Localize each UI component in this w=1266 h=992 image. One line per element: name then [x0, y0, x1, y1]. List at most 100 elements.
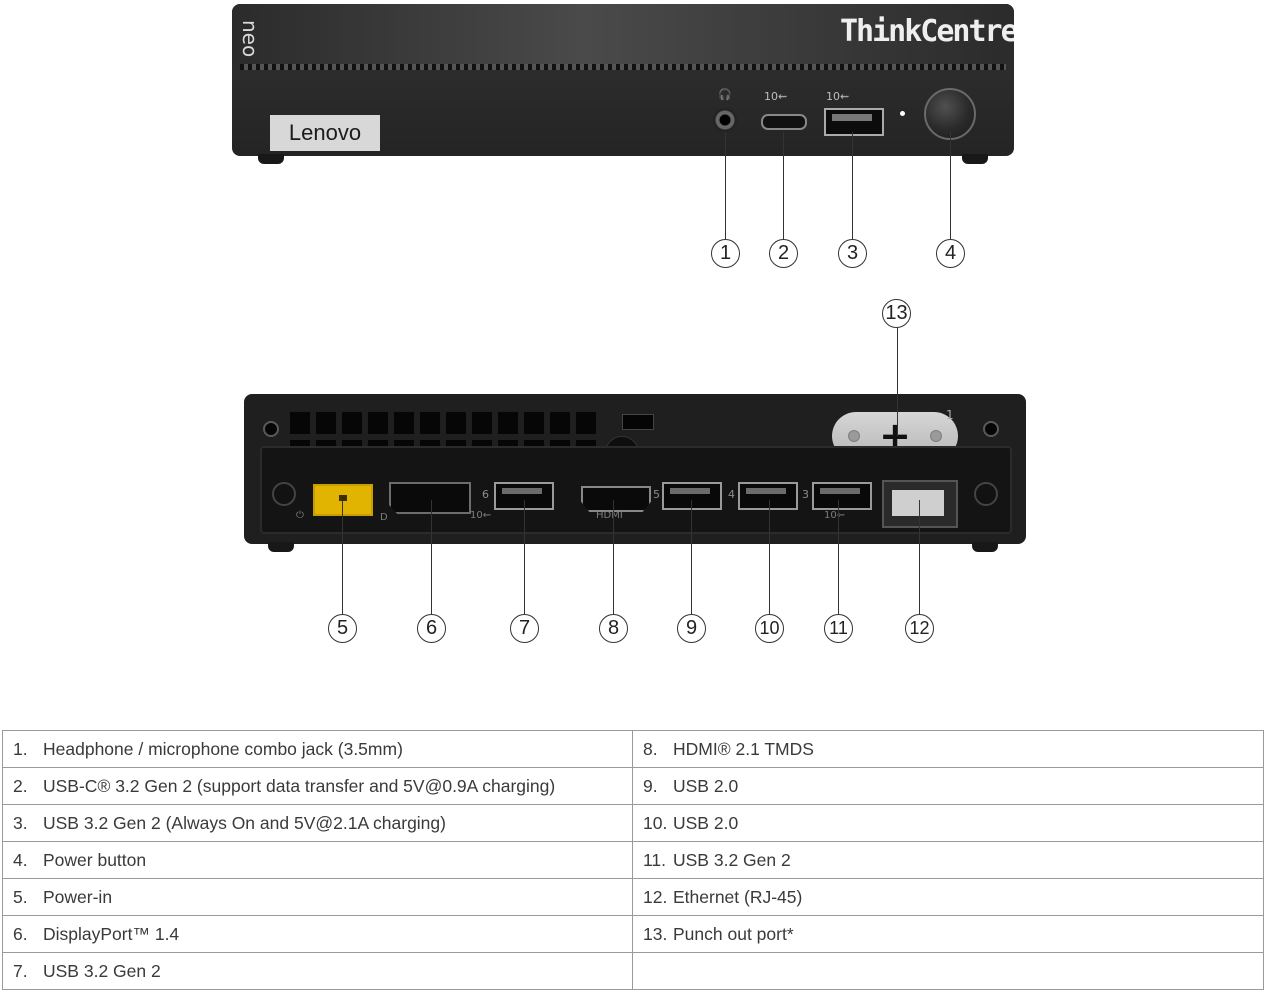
usb-a-port-icon	[824, 108, 884, 136]
legend-text: Power-in	[43, 886, 113, 907]
ethernet-port-icon	[882, 480, 958, 528]
legend-cell-right: 9. USB 2.0	[632, 767, 1264, 805]
legend-text: Headphone / microphone combo jack (3.5mm…	[43, 738, 403, 759]
power-in-glyph-icon: ⏻	[296, 510, 304, 521]
series-label: neo	[238, 20, 262, 58]
thinkcentre-logo: ThinkCentre	[840, 14, 1014, 49]
power-in-port-icon	[313, 484, 373, 516]
front-foot-right	[962, 154, 988, 164]
hdmi-glyph-label: HDMI	[596, 510, 623, 521]
legend-number: 3.	[13, 812, 28, 833]
callout-13: 13	[882, 299, 911, 328]
legend-cell-left: 5. Power-in	[2, 878, 633, 916]
port-number-5: 5	[653, 488, 660, 501]
legend-text: Punch out port*	[673, 923, 794, 944]
legend-number: 11.	[643, 849, 667, 870]
legend-text: DisplayPort™ 1.4	[43, 923, 180, 944]
legend-text: USB 2.0	[673, 775, 739, 796]
legend-cell-right: 8. HDMI® 2.1 TMDS	[632, 730, 1264, 768]
legend-row: 7. USB 3.2 Gen 2	[2, 952, 1264, 990]
legend-cell-left: 6. DisplayPort™ 1.4	[2, 915, 633, 953]
hdmi-port-icon	[581, 486, 651, 512]
callout-2: 2	[769, 239, 798, 268]
leader-line-4	[950, 132, 951, 240]
legend-row: 1. Headphone / microphone combo jack (3.5…	[2, 730, 1264, 768]
legend-text: USB-C® 3.2 Gen 2 (support data transfer …	[43, 775, 556, 796]
usb-a-port-icon	[812, 482, 872, 510]
usb-a-tongue	[670, 488, 710, 494]
headset-glyph-icon: 🎧	[718, 88, 732, 101]
legend-text: USB 3.2 Gen 2	[673, 849, 791, 870]
usb-c-port-icon	[761, 114, 807, 130]
legend-number: 6.	[13, 923, 28, 944]
legend-row: 5. Power-in 12.Ethernet (RJ-45)	[2, 878, 1264, 916]
callout-12: 12	[905, 614, 934, 643]
leader-line-13	[897, 328, 898, 436]
legend-text: USB 3.2 Gen 2	[43, 960, 161, 981]
wifi-antenna-button-icon	[974, 482, 998, 506]
legend-text: HDMI® 2.1 TMDS	[673, 738, 814, 759]
front-vent-row	[240, 64, 1006, 70]
leader-line-7	[524, 500, 525, 614]
legend-row: 6. DisplayPort™ 1.4 13.Punch out port*	[2, 915, 1264, 953]
callout-5: 5	[328, 614, 357, 643]
legend-number: 5.	[13, 886, 28, 907]
legend-cell-left: 2.USB-C® 3.2 Gen 2 (support data transfe…	[2, 767, 633, 805]
usb-a-tongue	[502, 488, 542, 494]
power-in-pin	[339, 495, 347, 501]
front-top-panel	[232, 4, 1014, 66]
legend-cell-left: 7. USB 3.2 Gen 2	[2, 952, 633, 990]
usb-fast-glyph-7: 10⇜	[470, 510, 492, 521]
port-legend-table: 1. Headphone / microphone combo jack (3.5…	[2, 730, 1264, 990]
status-led	[900, 111, 905, 116]
legend-text: USB 2.0	[673, 812, 739, 833]
power-button-icon	[924, 88, 976, 140]
rear-unit-image: + 1 ⏻ D 6 10⇜ HDMI 5 4 3 10⇜	[244, 394, 1026, 544]
legend-number: 12.	[643, 886, 668, 907]
leader-line-6	[431, 500, 432, 614]
leader-line-1	[725, 132, 726, 240]
leader-line-12	[919, 500, 920, 614]
legend-number: 7.	[13, 960, 28, 981]
callout-1: 1	[711, 239, 740, 268]
legend-row: 2.USB-C® 3.2 Gen 2 (support data transfe…	[2, 767, 1264, 805]
ethernet-jack-contacts	[892, 490, 944, 516]
callout-10: 10	[755, 614, 784, 643]
usb-a-port-icon	[662, 482, 722, 510]
usbc-speed-glyph: 10⇜	[764, 90, 788, 103]
callout-11: 11	[824, 614, 853, 643]
legend-cell-left: 4. Power button	[2, 841, 633, 879]
leader-line-10	[769, 500, 770, 614]
legend-number: 1.	[13, 738, 28, 759]
legend-cell-left: 1. Headphone / microphone combo jack (3.5…	[2, 730, 633, 768]
legend-number: 13.	[643, 923, 668, 944]
rear-foot-right	[972, 542, 998, 552]
usb-a-tongue	[820, 488, 860, 494]
legend-cell-right: 11. USB 3.2 Gen 2	[632, 841, 1264, 879]
legend-number: 9.	[643, 775, 658, 796]
legend-text: Power button	[43, 849, 147, 870]
legend-number: 8.	[643, 738, 658, 759]
port-number-4: 4	[728, 488, 735, 501]
punch-screw-right	[930, 430, 942, 442]
security-lock-slot	[622, 414, 654, 430]
callout-8: 8	[599, 614, 628, 643]
dp-glyph-label: D	[380, 512, 388, 523]
callout-7: 7	[510, 614, 539, 643]
usba-speed-glyph: 10⇜	[826, 90, 850, 103]
rear-foot-left	[268, 542, 294, 552]
usb-a-tongue	[832, 114, 872, 121]
leader-line-3	[852, 132, 853, 240]
legend-number: 4.	[13, 849, 28, 870]
usb-a-tongue	[746, 488, 786, 494]
lenovo-badge: Lenovo	[270, 115, 380, 151]
leader-line-2	[783, 132, 784, 240]
legend-row: 3.USB 3.2 Gen 2 (Always On and 5V@2.1A c…	[2, 804, 1264, 842]
legend-number: 10.	[643, 812, 668, 833]
legend-row: 4. Power button 11. USB 3.2 Gen 2	[2, 841, 1264, 879]
headset-jack-icon	[713, 108, 737, 132]
legend-text: Ethernet (RJ-45)	[673, 886, 803, 907]
front-foot-left	[258, 154, 284, 164]
callout-6: 6	[417, 614, 446, 643]
screw-hole-left	[263, 421, 279, 437]
